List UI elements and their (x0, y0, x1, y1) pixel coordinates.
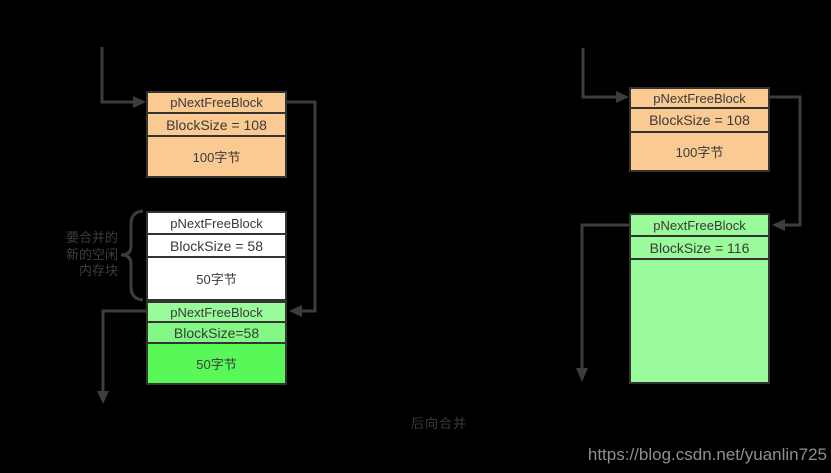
blocksize-field: BlockSize = 108 (148, 114, 285, 137)
incoming-arrow-line-right (581, 48, 616, 99)
diagram-caption: 后向合并 (411, 416, 468, 431)
blocksize-field: BlockSize = 58 (148, 235, 285, 258)
pnextfreeblock-field: pNextFreeBlock (631, 89, 768, 109)
watermark-url: https://blog.csdn.net/yuanlin725 (587, 445, 827, 464)
left-allocated-block-100: pNextFreeBlock BlockSize = 108 100字节 (146, 91, 287, 178)
right-merged-free-block-116: pNextFreeBlock BlockSize = 116 (629, 213, 770, 384)
blocksize-field: BlockSize = 116 (631, 237, 768, 260)
payload-field (631, 260, 768, 382)
outgoing-arrowhead-left (97, 391, 109, 404)
merge-label-line3: 内存块 (78, 263, 118, 278)
right-allocated-block-100: pNextFreeBlock BlockSize = 108 100字节 (629, 87, 770, 172)
outgoing-arrow-line-right (580, 223, 629, 368)
outgoing-arrowhead-right (576, 368, 588, 382)
blocksize-field: BlockSize=58 (148, 323, 285, 344)
curly-brace (120, 209, 144, 302)
pnextfreeblock-field: pNextFreeBlock (148, 213, 285, 235)
payload-field: 50字节 (148, 258, 285, 299)
left-free-block-50: pNextFreeBlock BlockSize=58 50字节 (146, 301, 287, 385)
pnextfreeblock-field: pNextFreeBlock (631, 215, 768, 237)
pnextfreeblock-field: pNextFreeBlock (148, 303, 285, 323)
merge-label: 要合并的 新的空闲 内存块 (40, 230, 118, 280)
incoming-arrow-line-left (100, 47, 133, 104)
payload-field: 100字节 (631, 133, 768, 170)
pnextfreeblock-field: pNextFreeBlock (148, 93, 285, 114)
blocksize-field: BlockSize = 108 (631, 109, 768, 133)
merge-label-line2: 新的空闲 (65, 246, 118, 262)
incoming-arrowhead-right (616, 91, 629, 103)
outgoing-arrow-line-left (101, 309, 146, 391)
payload-field: 100字节 (148, 137, 285, 176)
pnext-link-line-right (770, 95, 802, 227)
pnext-link-arrowhead-right (772, 219, 785, 231)
payload-field: 50字节 (148, 344, 285, 383)
left-new-free-block-50: pNextFreeBlock BlockSize = 58 50字节 (146, 211, 287, 301)
pnext-link-line-left (287, 100, 317, 313)
merge-label-line1: 要合并的 (65, 230, 118, 245)
incoming-arrowhead-left (133, 96, 146, 108)
pnext-link-arrowhead-left (289, 305, 302, 317)
